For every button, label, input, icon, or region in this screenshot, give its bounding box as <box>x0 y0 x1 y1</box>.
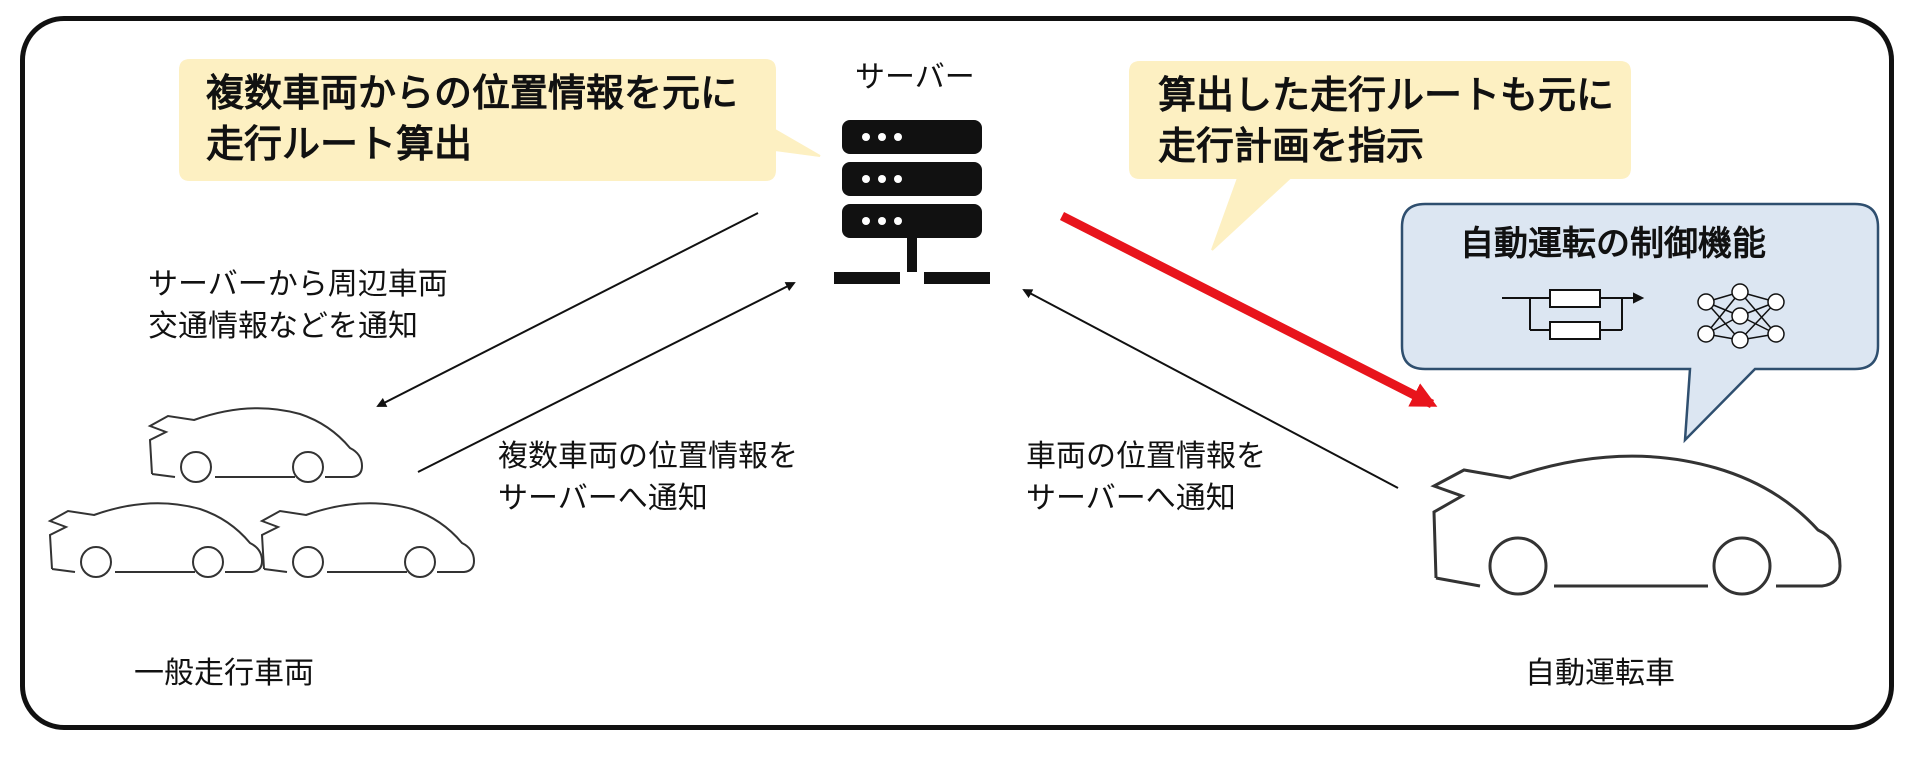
general-vehicles-label: 一般走行車両 <box>134 656 314 691</box>
bubble-left <box>179 59 821 181</box>
autonomous-vehicle-label: 自動運転車 <box>1525 656 1675 691</box>
control-box-title: 自動運転の制御機能 <box>1460 224 1766 264</box>
bubble-right <box>1129 61 1631 251</box>
car-icon <box>47 502 264 578</box>
server-icon <box>834 120 990 284</box>
server-label: サーバー <box>855 60 975 95</box>
autonomous-car-icon <box>1430 454 1842 596</box>
arrow-server-to-autonomous <box>1059 211 1438 409</box>
notify-multi-position-label: 複数車両の位置情報を サーバーへ通知 <box>498 439 798 516</box>
control-box <box>1400 202 1880 444</box>
arrow-server-to-general <box>376 212 759 407</box>
neural-network-icon <box>1697 283 1785 349</box>
notify-vehicle-position-label: 車両の位置情報を サーバーへ通知 <box>1026 439 1266 516</box>
car-icon <box>147 407 364 483</box>
arrow-autonomous-to-server <box>1022 289 1399 489</box>
car-icon <box>259 502 476 578</box>
bubble-left-text: 複数車両からの位置情報を元に 走行ルート算出 <box>206 71 739 167</box>
bubble-right-text: 算出した走行ルートも元に 走行計画を指示 <box>1158 73 1615 169</box>
block-diagram-icon <box>1502 289 1645 340</box>
diagram-frame <box>20 16 1894 730</box>
notify-from-server-label: サーバーから周辺車両 交通情報などを通知 <box>148 267 448 344</box>
arrow-general-to-server <box>417 282 796 473</box>
